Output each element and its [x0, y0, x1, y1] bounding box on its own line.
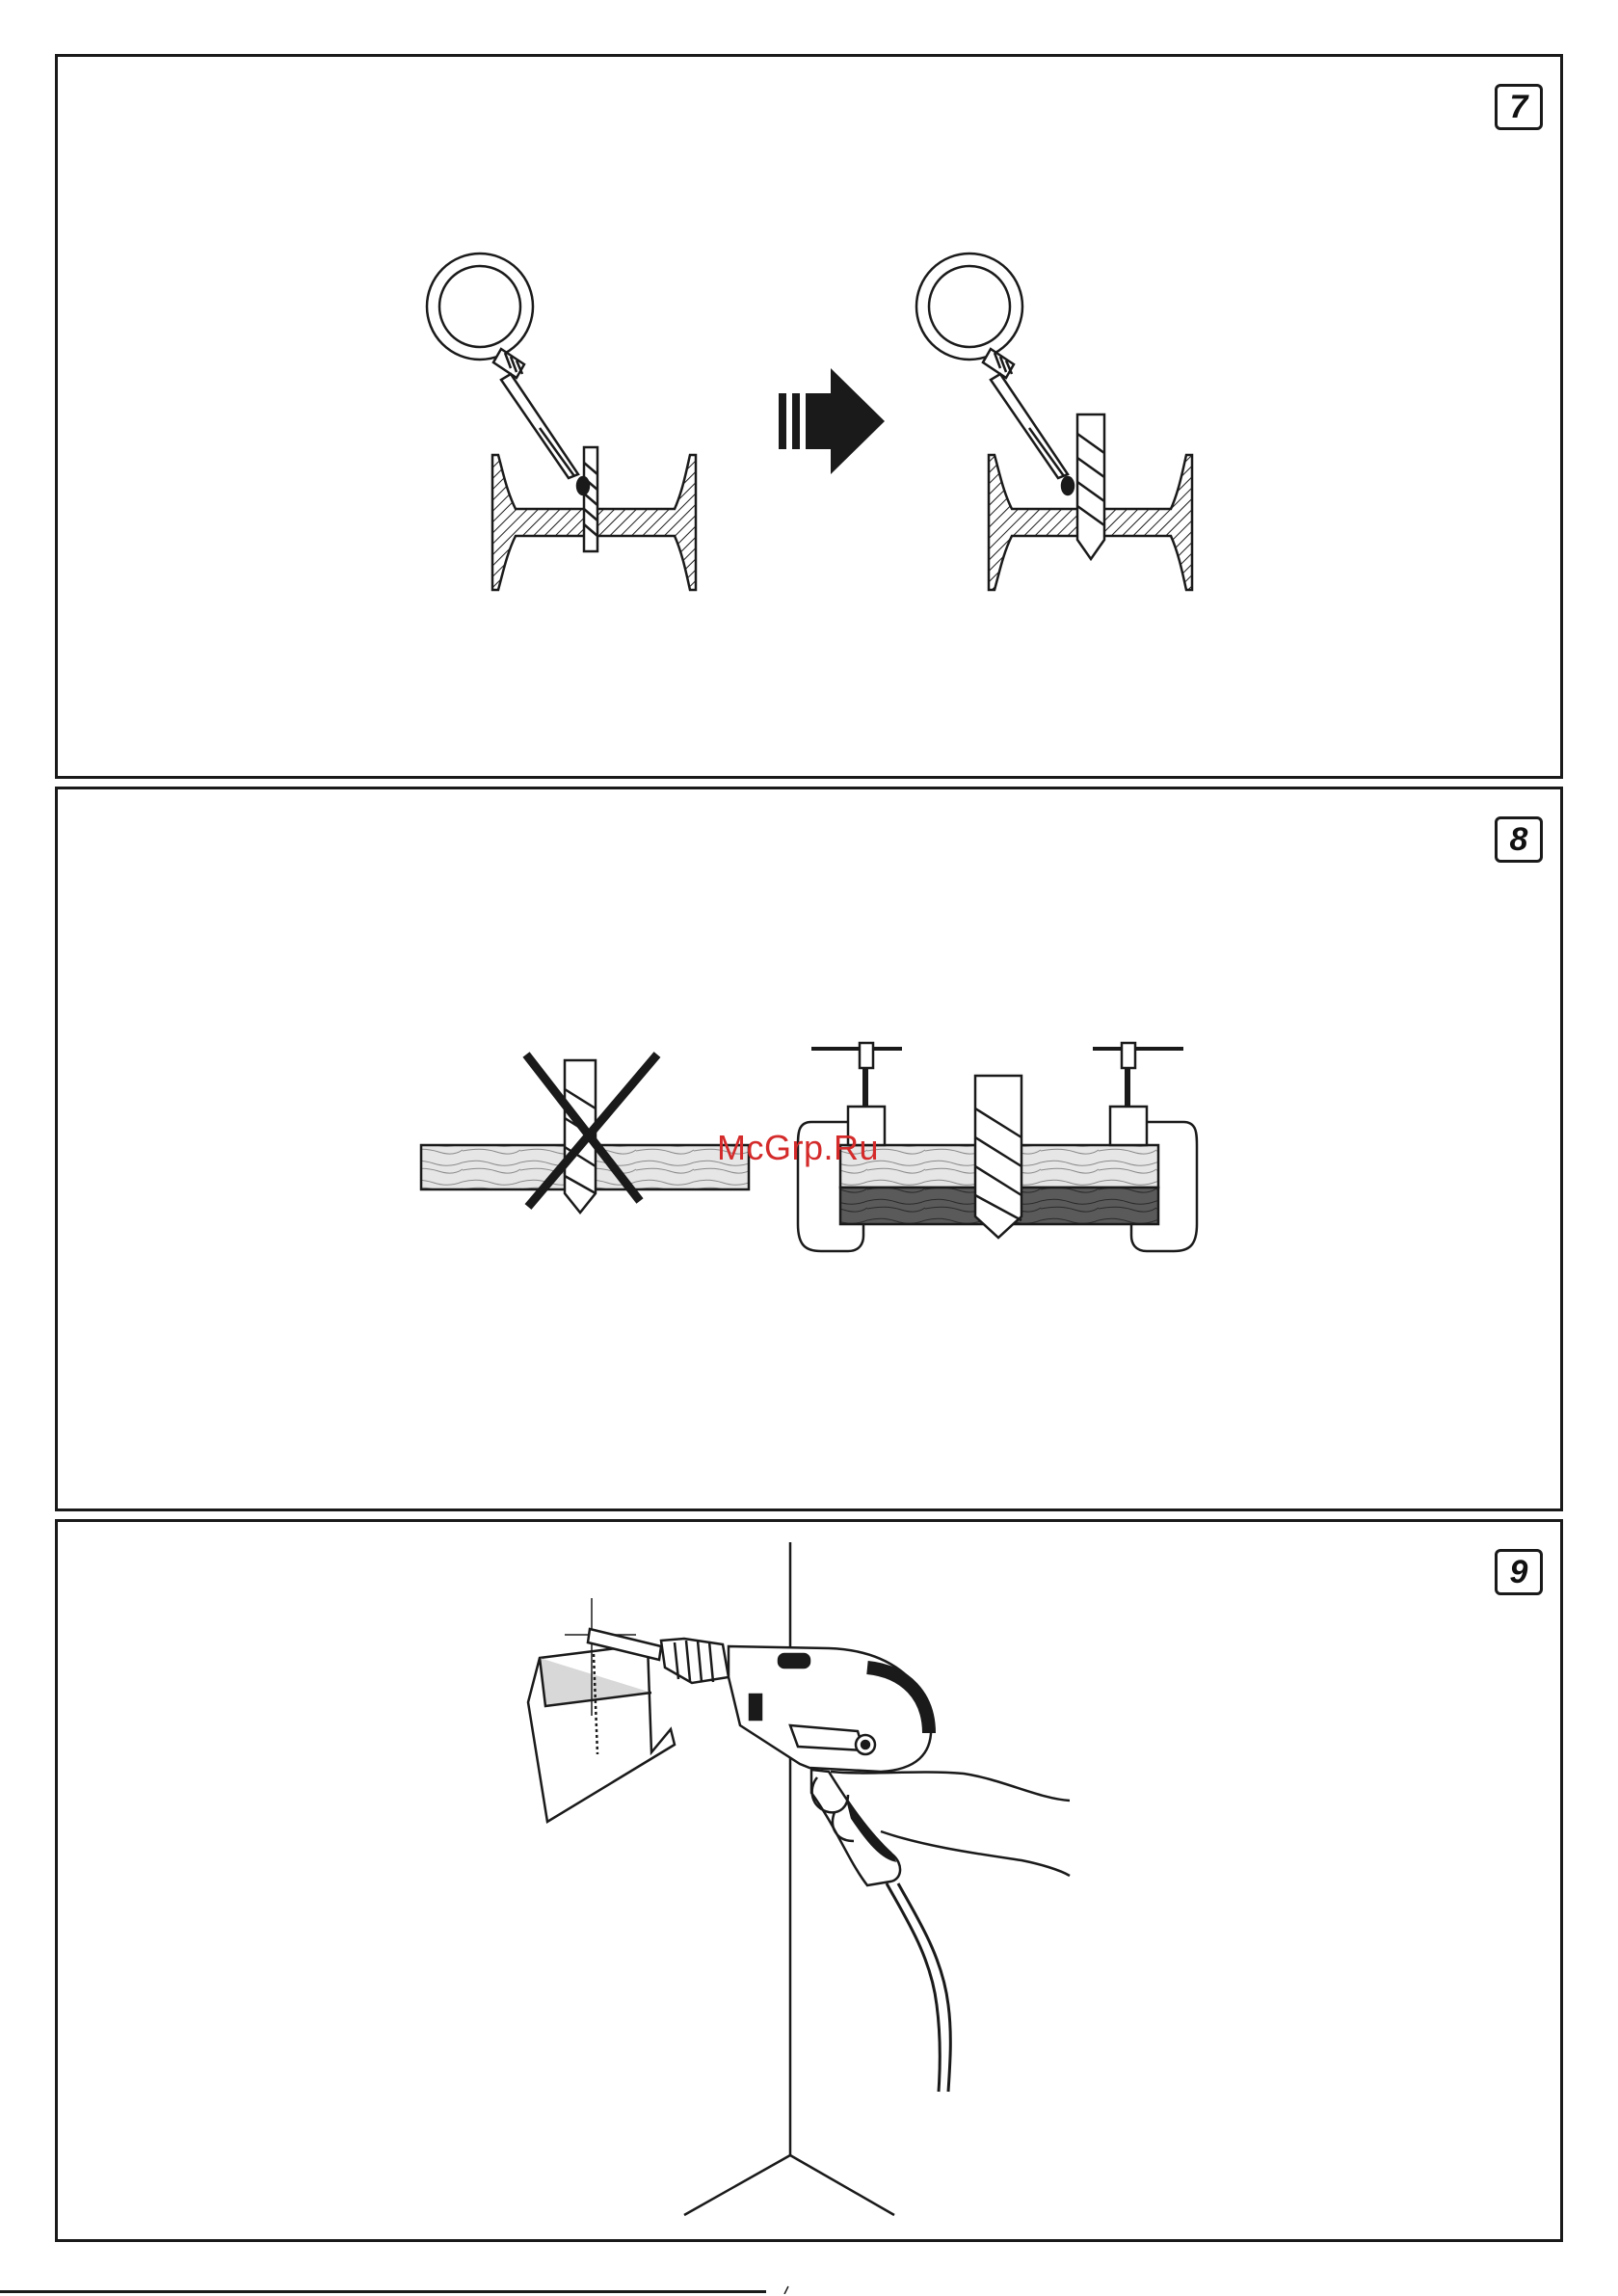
footer-rule — [0, 2290, 766, 2293]
wall-corner-drilling — [528, 1542, 1070, 2215]
unclamped-workpiece-wrong — [421, 1055, 749, 1213]
right-arrow-icon — [779, 368, 885, 474]
oil-drop-illustration-left — [427, 254, 696, 590]
oil-drop-illustration-right — [916, 254, 1192, 590]
watermark: McGrp.Ru — [717, 1128, 879, 1168]
oil-bottle-icon — [427, 254, 589, 494]
footer-tick-icon — [782, 2284, 792, 2294]
